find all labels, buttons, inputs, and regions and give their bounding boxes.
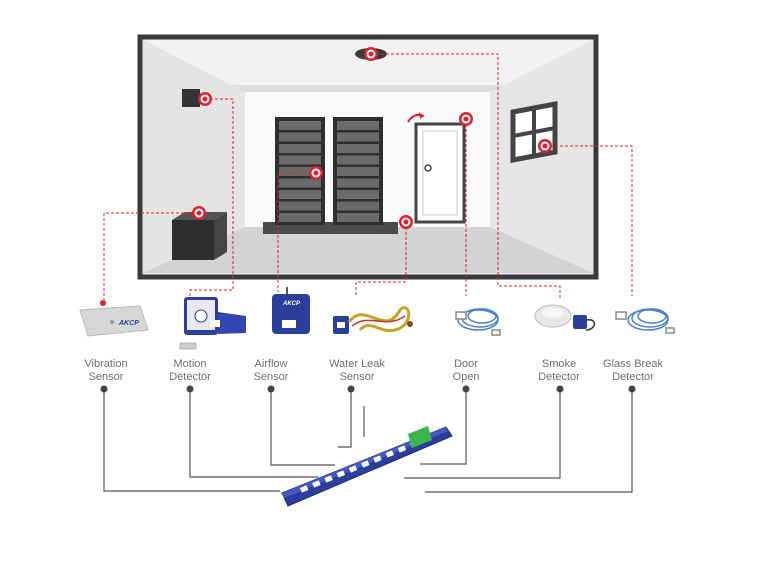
base-unit-port (299, 485, 309, 493)
label-airflow-sensor: Airflow Sensor (226, 358, 316, 384)
label-line: Airflow (254, 358, 288, 370)
label-line: Vibration (84, 358, 128, 370)
rack-slot (279, 121, 321, 130)
rack-slot (337, 190, 379, 199)
label-line: Water Leak (329, 358, 385, 370)
rack-slot (337, 201, 379, 211)
rack-slot (337, 144, 379, 153)
sensor-connection-lines (103, 53, 633, 300)
vibration-logo-text: AKCP (118, 320, 139, 327)
rack-slot (279, 155, 321, 165)
wire-endpoint-dot (100, 385, 108, 393)
label-line: Door (454, 358, 478, 370)
label-line: Sensor (253, 371, 289, 383)
server-racks (263, 117, 398, 234)
wire-endpoint-dot (628, 385, 636, 393)
wire-endpoint-dot (462, 385, 470, 393)
label-smoke-detector: Smoke Detector (514, 358, 604, 384)
base-unit-port (312, 480, 321, 488)
label-vibration-sensor: Vibration Sensor (61, 358, 151, 384)
wire-endpoint-dot (556, 385, 564, 393)
base-unit-port (373, 455, 382, 463)
rack-slot (279, 213, 321, 222)
label-line: Detector (612, 371, 654, 383)
rack-slot (279, 132, 321, 142)
sensor-marker (459, 112, 473, 126)
label-line: Sensor (88, 371, 124, 383)
door-contact-cable (455, 308, 501, 336)
label-line: Detector (538, 371, 580, 383)
base-unit-port (361, 460, 370, 468)
wiring-to-base-unit (103, 389, 633, 493)
sensor-marker (399, 215, 413, 229)
label-door-open: Door Open (421, 358, 511, 384)
rack-slot (279, 178, 321, 188)
rack-slot (337, 213, 379, 222)
label-line: Glass Break (603, 358, 663, 370)
base-unit-port (385, 450, 394, 458)
sensor-markers (192, 47, 552, 229)
base-unit-port (348, 465, 358, 473)
sensor-marker (364, 47, 378, 61)
rack-slot (279, 144, 321, 153)
sensor-marker (198, 92, 212, 106)
airflow-logo-text: AKCP (282, 301, 301, 307)
base-unit-port (324, 475, 333, 483)
label-line: Motion (173, 358, 207, 370)
wire-endpoint-dot (267, 385, 275, 393)
wire-endpoint-dot (186, 385, 194, 393)
airflow-sensor-device: AKCP (272, 287, 310, 334)
rack-slot (337, 167, 379, 176)
rack-slot (279, 201, 321, 211)
base-unit-device (281, 426, 453, 507)
sensor-marker (538, 139, 552, 153)
label-water-leak-sensor: Water Leak Sensor (312, 358, 402, 384)
rack-slot (337, 121, 379, 130)
label-glass-break-detector: Glass Break Detector (588, 358, 678, 384)
rack-slot (279, 167, 321, 176)
glass-break-cable (615, 308, 675, 334)
wire-endpoint-dot (347, 385, 355, 393)
label-line: Detector (169, 371, 211, 383)
rack-slot (337, 178, 379, 188)
door-illustration (407, 112, 466, 224)
base-unit-port (336, 470, 346, 478)
smoke-detector-device (534, 304, 596, 331)
base-unit-port (397, 445, 407, 453)
water-leak-sensor-device (333, 306, 413, 334)
sensor-marker (192, 206, 206, 220)
vibration-sensor-device: AKCP (79, 300, 149, 337)
label-motion-detector: Motion Detector (145, 358, 235, 384)
wall-motion-sensor (182, 89, 200, 107)
rack-slot (337, 132, 379, 142)
sensor-marker (309, 166, 323, 180)
rack-slot (337, 155, 379, 165)
label-line: Smoke (541, 358, 577, 370)
rack-slot (279, 190, 321, 199)
wiring-endpoints (100, 385, 636, 393)
label-line: Open (452, 371, 480, 383)
motion-detector-device (179, 297, 246, 350)
label-line: Sensor (339, 371, 375, 383)
